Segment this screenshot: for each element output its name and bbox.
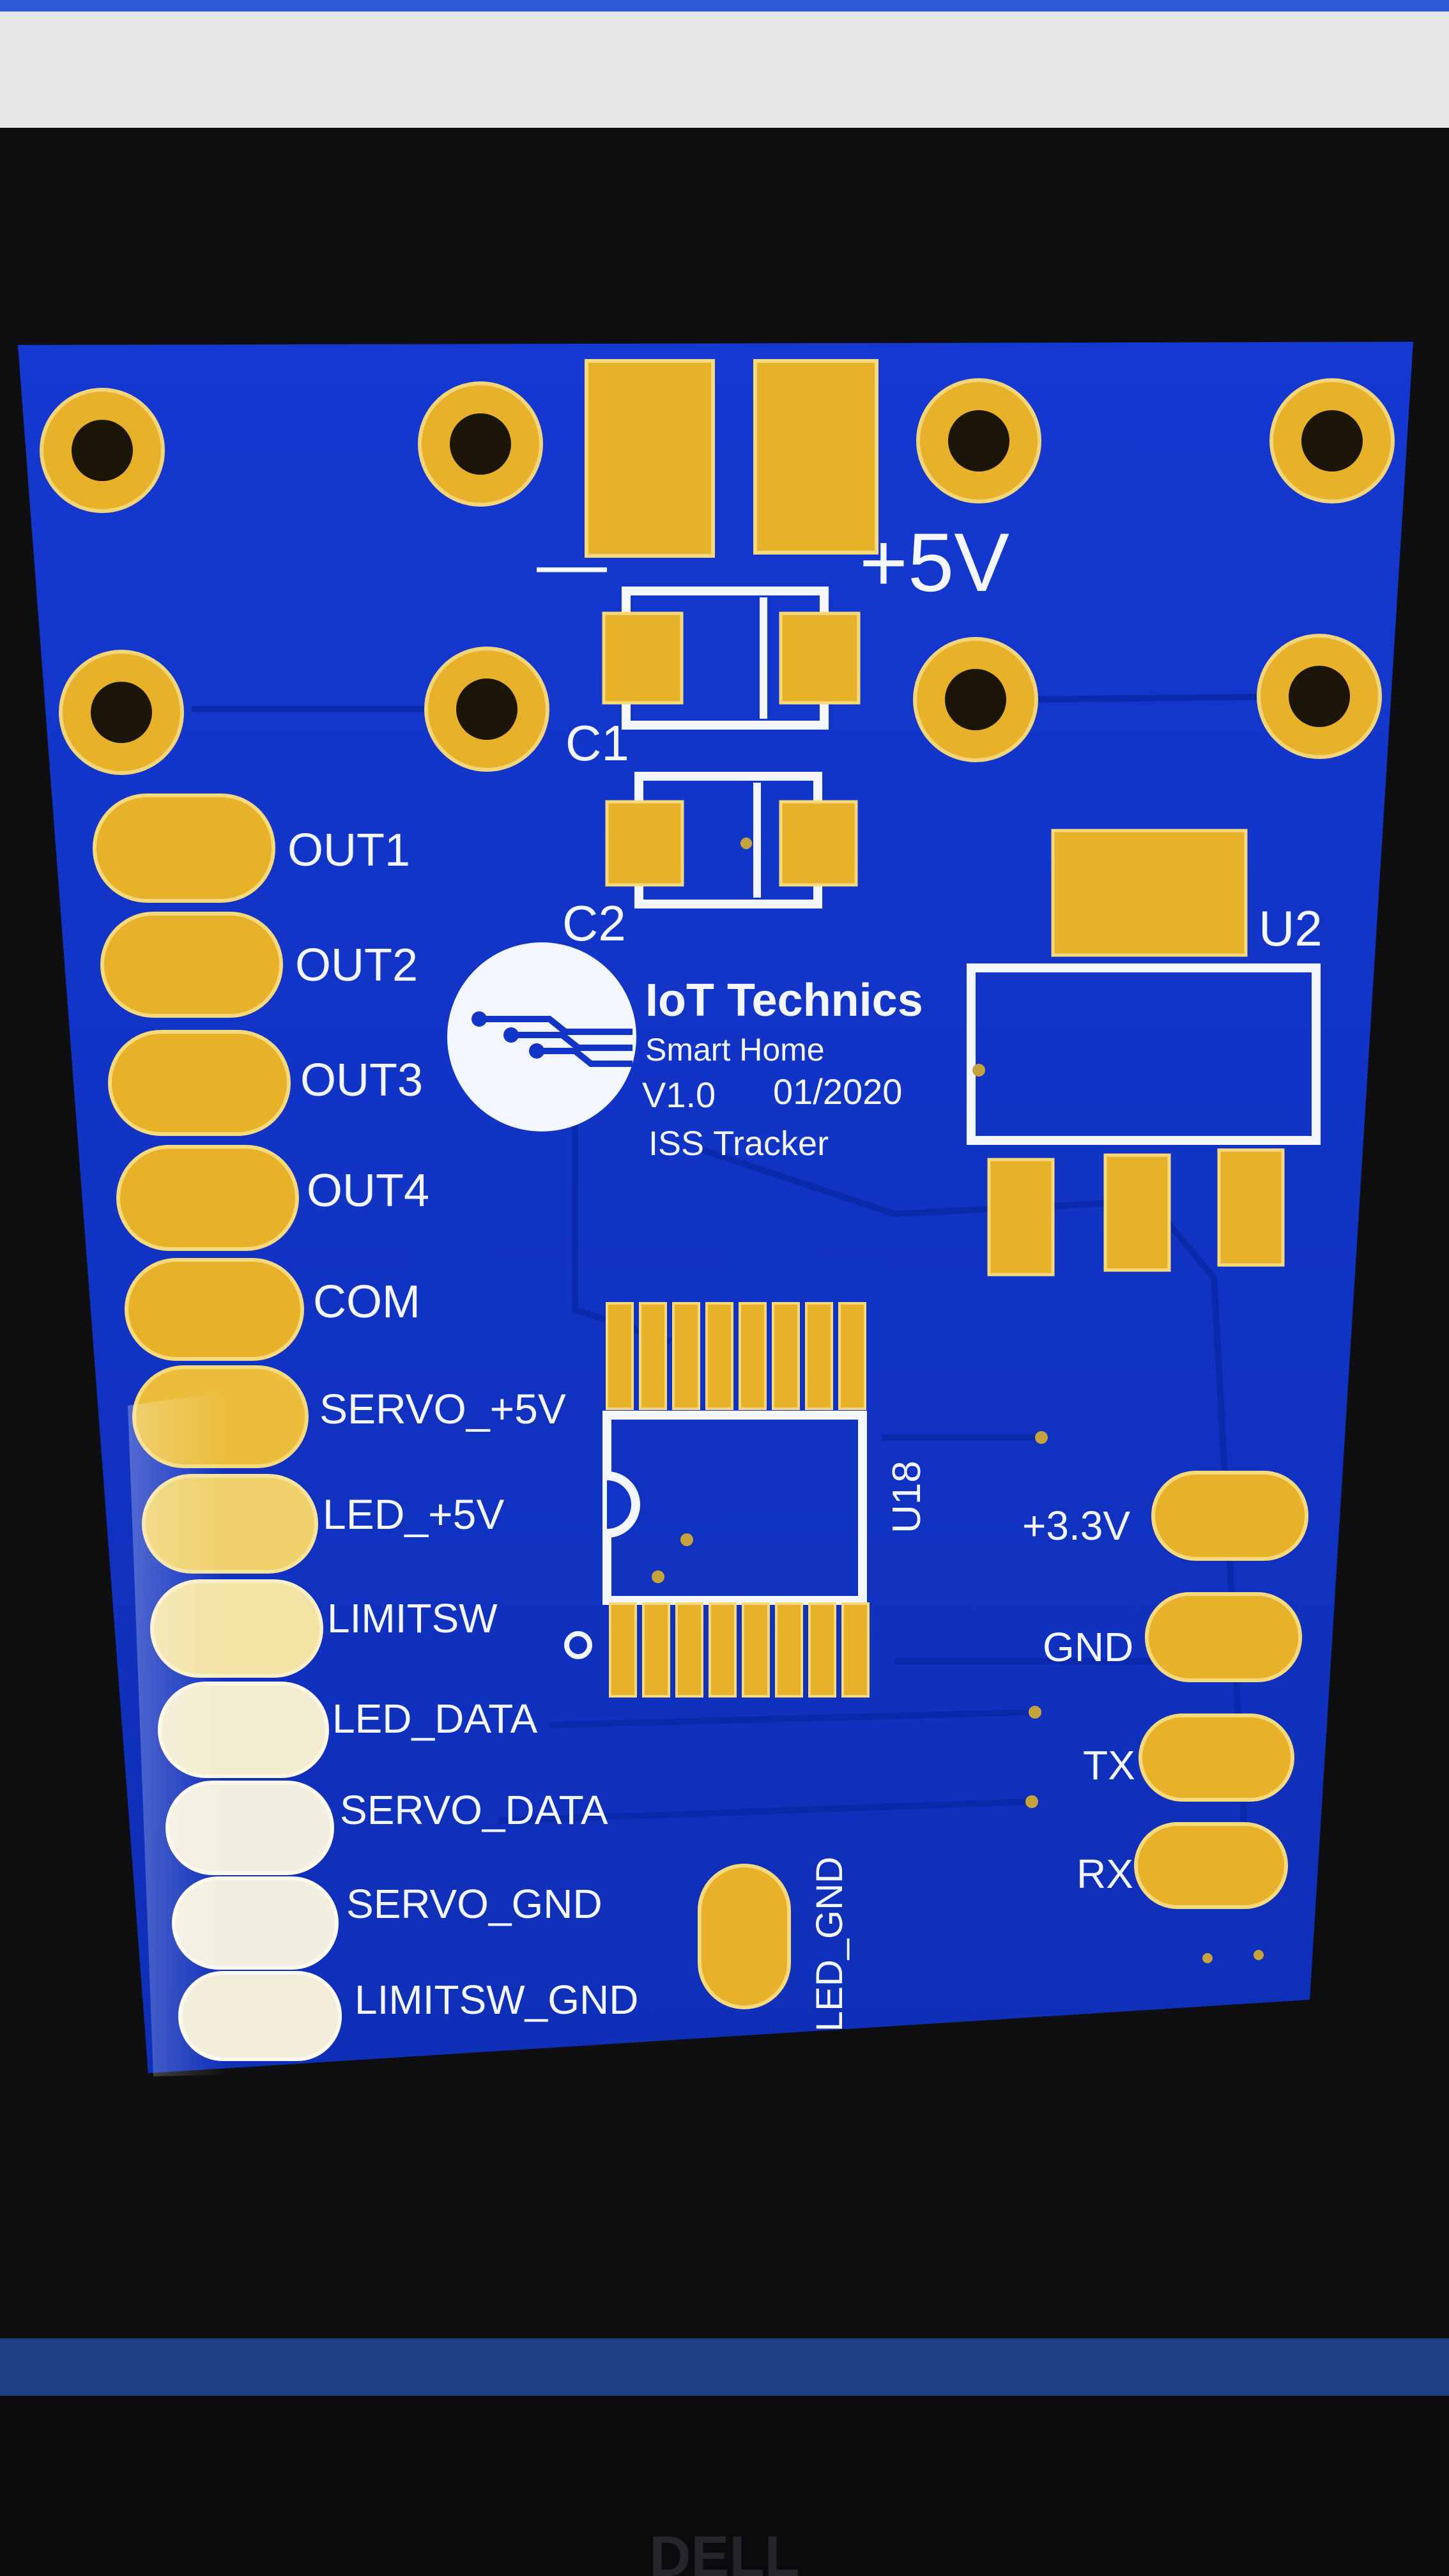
label-gnd: GND [1043,1624,1133,1670]
dell-logo-icon: DELL [650,2525,800,2576]
u2-label: U2 [1259,900,1322,956]
power-terminal-pads [585,359,878,558]
pad-led-gnd [698,1864,791,2009]
ic-u18 [602,1302,870,1698]
mounting-holes-second-row [59,634,1382,775]
screen-top-strip [0,0,1449,128]
logo-version: V1.0 [642,1075,716,1115]
logo-project: ISS Tracker [648,1124,829,1163]
screen-glare [128,1374,409,2076]
monitor-bezel-bottom [0,2396,1449,2576]
c2-label: C2 [562,895,626,951]
c1-label: C1 [565,715,629,771]
regulator-u2 [967,829,1321,1276]
pad-tx [1138,1713,1294,1802]
label-rx: RX [1077,1851,1133,1897]
pad-out2 [100,912,283,1018]
vias [652,838,1264,1963]
pad-rx [1134,1822,1288,1909]
right-header-pads [1134,1471,1308,1909]
pad-gnd [1145,1592,1302,1682]
mounting-holes-top [40,378,1395,513]
logo-subtitle: Smart Home [645,1032,825,1068]
pad-3v3 [1151,1471,1308,1561]
label-led-gnd: LED_GND [809,1857,850,2032]
label-out2: OUT2 [295,940,418,991]
logo-brand: IoT Technics [645,975,923,1026]
capacitor-c1 [602,586,861,730]
power-minus-label: — [537,525,607,603]
label-tx: TX [1083,1742,1135,1788]
logo-date: 01/2020 [773,1071,902,1112]
label-out1: OUT1 [288,825,410,876]
iot-technics-logo-icon [447,942,636,1131]
pad-out4 [116,1145,299,1251]
label-3v3: +3.3V [1022,1503,1130,1549]
screen-bottom-edge [0,2338,1449,2396]
power-plus-label: +5V [859,516,1009,609]
label-out4: OUT4 [307,1165,429,1216]
label-com: COM [313,1276,420,1328]
pad-out3 [108,1030,291,1136]
pad-com [125,1258,304,1361]
u18-label: U18 [885,1460,929,1533]
screen-top-bar [0,0,1449,12]
svg-text:DELL: DELL [650,2525,800,2576]
label-out3: OUT3 [300,1055,423,1106]
pin1-marker [564,1631,592,1659]
pad-out1 [93,793,275,903]
capacitor-c2 [605,772,858,908]
